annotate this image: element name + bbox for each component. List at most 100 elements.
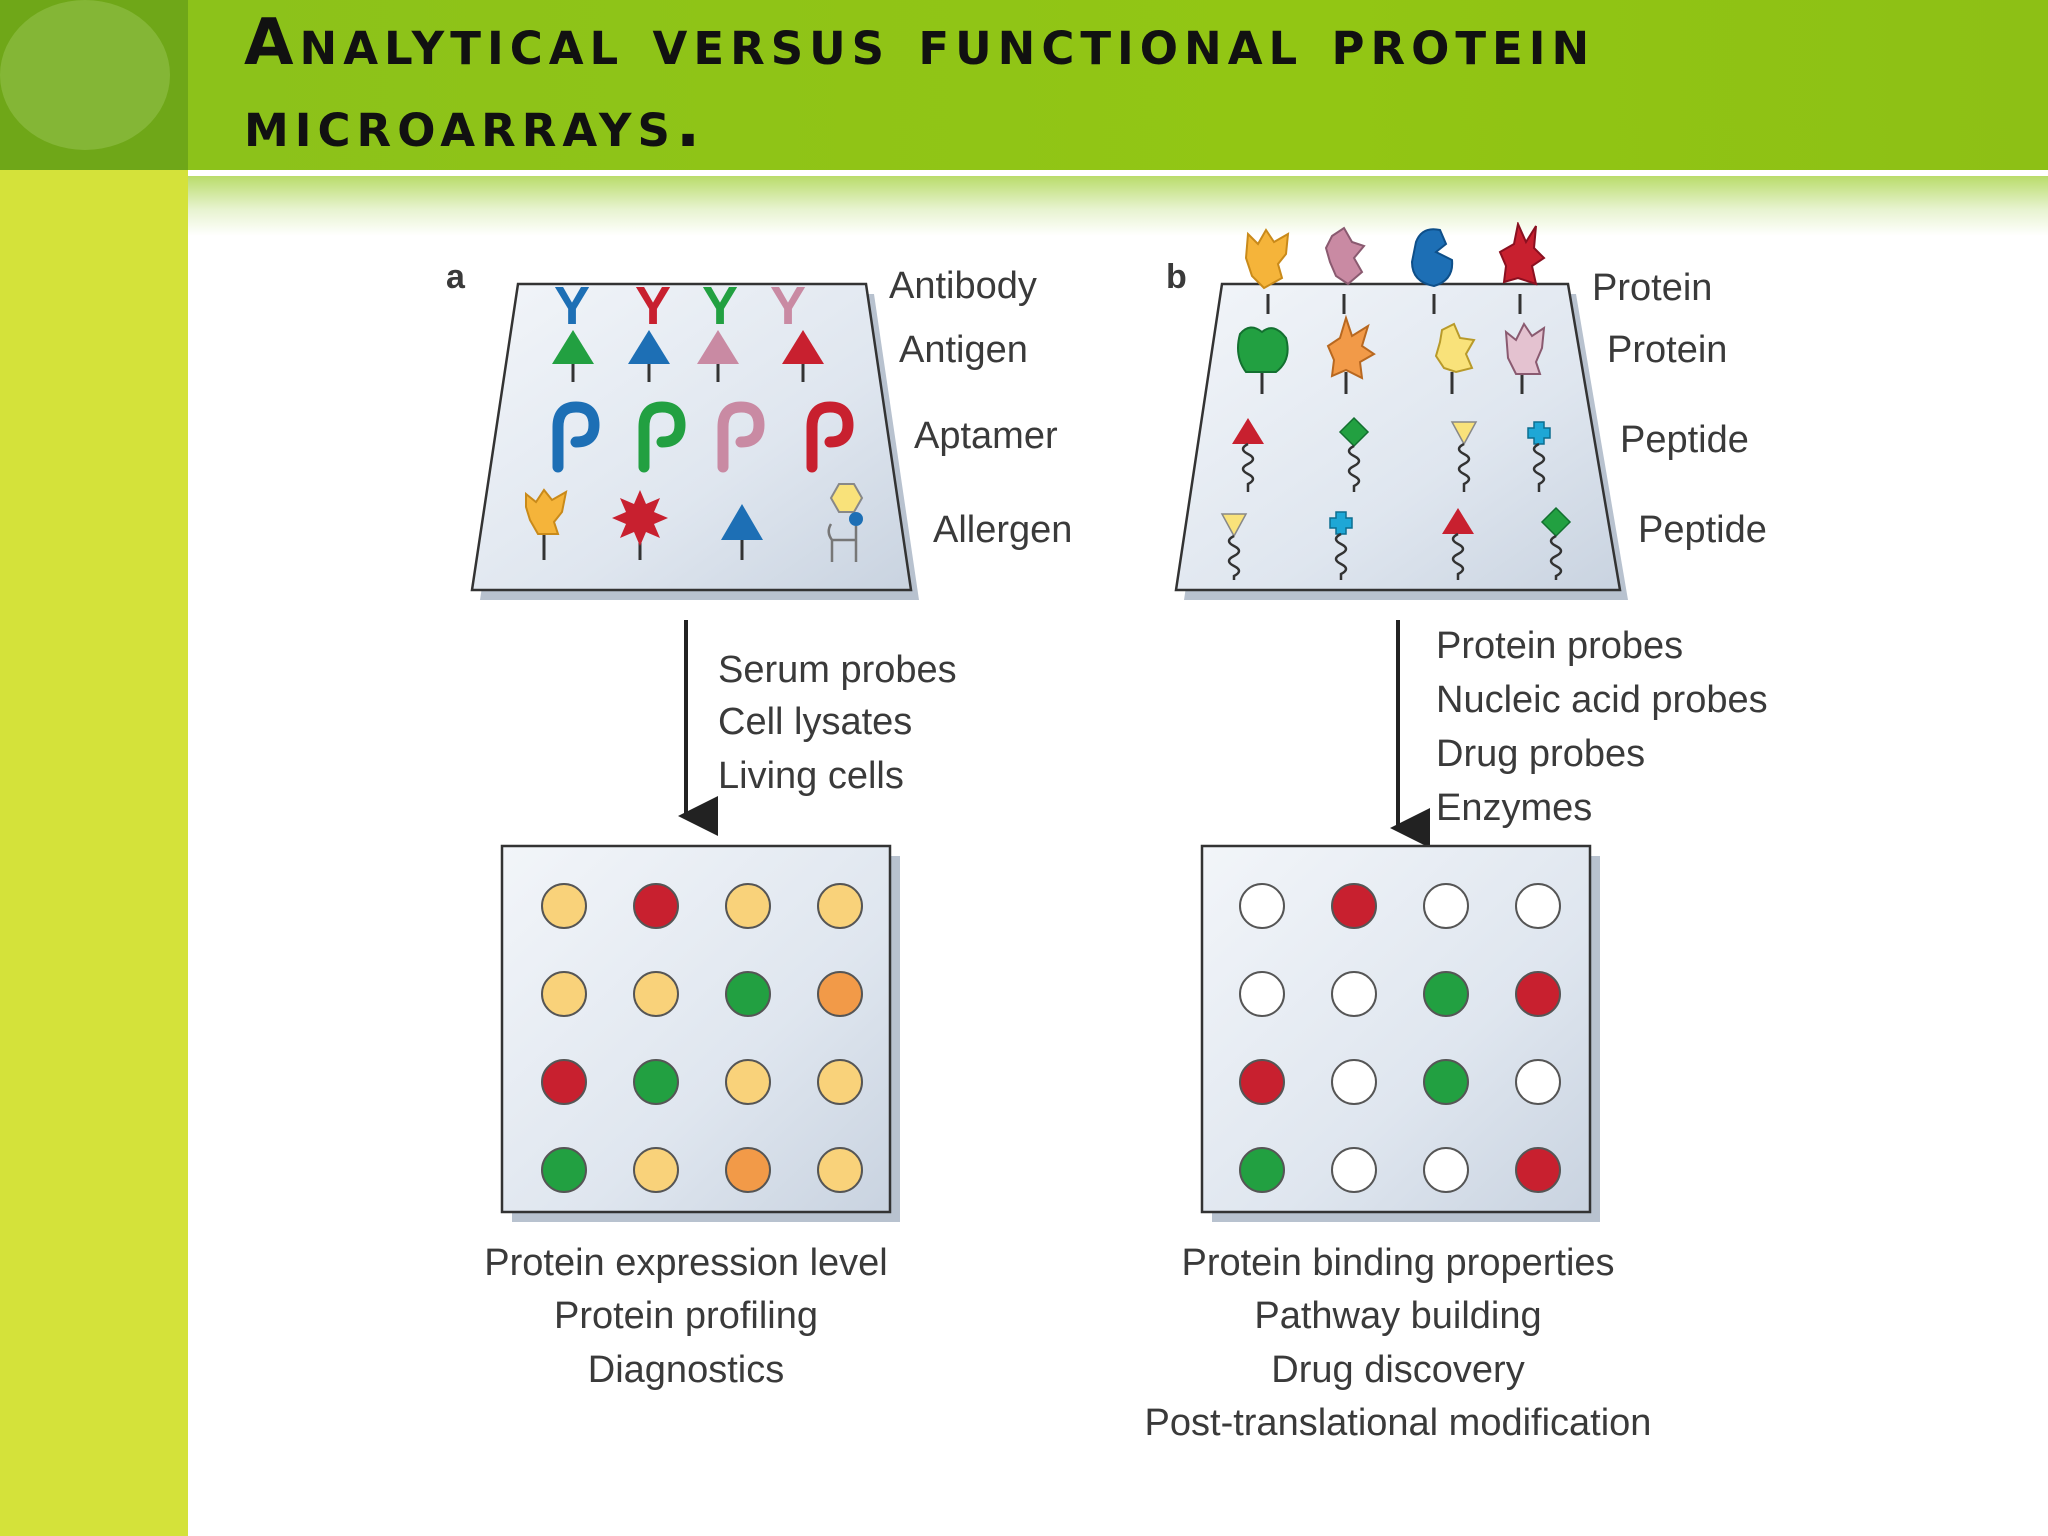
protein-blob-icon — [1410, 228, 1454, 314]
readout-spot — [633, 1147, 679, 1193]
panel-a-probe-lysates: Cell lysates — [718, 701, 912, 743]
peptide-diamond-icon — [1540, 506, 1572, 580]
corner-circle-decoration — [0, 0, 170, 150]
left-accent-band — [0, 0, 188, 1536]
readout-spot — [1331, 971, 1377, 1017]
title-fade — [188, 176, 2048, 236]
panel-b-row-label-peptide-2: Peptide — [1638, 509, 1767, 551]
panel-b-application-binding: Protein binding properties — [1181, 1242, 1614, 1284]
readout-spot — [541, 971, 587, 1017]
peptide-diamond-icon — [1338, 416, 1370, 492]
panel-b-application-pathway: Pathway building — [1254, 1295, 1541, 1337]
readout-spot — [633, 883, 679, 929]
readout-spot — [1239, 1147, 1285, 1193]
readout-spot — [1515, 1147, 1561, 1193]
panel-b-row-label-protein-1: Protein — [1592, 267, 1712, 309]
peptide-inverted-triangle-icon — [1220, 513, 1248, 580]
protein-blob-icon — [1237, 326, 1289, 394]
panel-a-probe-cells: Living cells — [718, 755, 904, 797]
antigen-icon — [628, 330, 670, 382]
panel-a-letter: a — [446, 258, 466, 296]
readout-spot — [725, 883, 771, 929]
peptide-triangle-icon — [1232, 418, 1264, 492]
panel-a-application-diagnostics: Diagnostics — [588, 1349, 784, 1391]
title-bar — [188, 0, 2048, 170]
readout-spot — [1239, 883, 1285, 929]
readout-spot — [633, 971, 679, 1017]
readout-spot — [817, 883, 863, 929]
aptamer-icon — [552, 401, 600, 473]
panel-a-row-label-aptamer: Aptamer — [914, 415, 1058, 457]
panel-a-row-label-allergen: Allergen — [933, 509, 1072, 551]
protein-blob-icon — [1504, 322, 1546, 394]
panel-b-probe-nucleic: Nucleic acid probes — [1436, 679, 1768, 721]
antibody-icon: Y — [635, 276, 671, 336]
antibody-row: Y Y Y Y — [554, 276, 806, 336]
aptamer-icon — [806, 401, 854, 473]
protein-blob-icon — [1498, 222, 1546, 314]
readout-spot — [1239, 971, 1285, 1017]
slide-title: Analytical versus functional protein mic… — [244, 6, 1596, 162]
readout-spot — [1331, 883, 1377, 929]
panel-b-application-drug-discovery: Drug discovery — [1271, 1349, 1524, 1391]
allergen-row — [525, 483, 864, 562]
protein-blob-icon — [1244, 228, 1290, 314]
aptamer-row — [552, 401, 854, 473]
readout-spot — [1423, 883, 1469, 929]
readout-spot — [1331, 1059, 1377, 1105]
microarray-figure: a Y Y Y Y — [446, 222, 1768, 1444]
panel-b-row-label-protein-2: Protein — [1607, 329, 1727, 371]
protein-row-1 — [1244, 222, 1546, 314]
readout-spot — [725, 971, 771, 1017]
panel-a: a Y Y Y Y — [446, 258, 1072, 1391]
protein-row-2 — [1237, 314, 1546, 394]
readout-spot — [541, 1147, 587, 1193]
panel-b-letter: b — [1166, 258, 1187, 296]
panel-b-probe-protein: Protein probes — [1436, 625, 1683, 667]
peptide-inverted-triangle-icon — [1450, 421, 1478, 492]
panel-b-probe-enzymes: Enzymes — [1436, 787, 1592, 829]
allergen-triangle-icon — [721, 504, 763, 560]
readout-spot — [1331, 1147, 1377, 1193]
readout-spot — [817, 1059, 863, 1105]
allergen-star-icon — [612, 490, 668, 560]
title-underline — [188, 170, 2048, 176]
panel-a-probe-serum: Serum probes — [718, 649, 957, 691]
antigen-icon — [697, 330, 739, 382]
allergen-blob-icon — [525, 488, 568, 560]
readout-spot — [725, 1147, 771, 1193]
aptamer-icon — [717, 401, 765, 473]
readout-spot — [1515, 1059, 1561, 1105]
protein-blob-icon — [1324, 226, 1366, 314]
corner-block — [0, 0, 188, 170]
panel-b-application-ptm: Post-translational modification — [1145, 1402, 1652, 1444]
antigen-icon — [782, 330, 824, 382]
readout-spot — [541, 883, 587, 929]
protein-blob-icon — [1434, 322, 1476, 394]
readout-spot — [1239, 1059, 1285, 1105]
panel-a-row-label-antibody: Antibody — [889, 265, 1037, 307]
readout-spot — [1515, 971, 1561, 1017]
readout-spot — [1515, 883, 1561, 929]
readout-spot — [1423, 1059, 1469, 1105]
panel-b: b — [1145, 222, 1768, 1444]
peptide-triangle-icon — [1442, 508, 1474, 580]
readout-spot — [1423, 1147, 1469, 1193]
readout-spot — [633, 1059, 679, 1105]
readout-spot — [817, 971, 863, 1017]
antibody-icon: Y — [770, 276, 806, 336]
peptide-cross-icon — [1329, 511, 1353, 580]
peptide-row-2 — [1220, 506, 1572, 580]
peptide-cross-icon — [1527, 421, 1551, 492]
panel-a-application-expression: Protein expression level — [484, 1242, 887, 1284]
panel-b-readout-spots — [1239, 883, 1561, 1193]
antigen-row — [552, 330, 824, 382]
antigen-icon — [552, 330, 594, 382]
panel-a-readout-spots — [541, 883, 863, 1193]
aptamer-icon — [638, 401, 686, 473]
antibody-icon: Y — [554, 276, 590, 336]
readout-spot — [725, 1059, 771, 1105]
panel-a-row-label-antigen: Antigen — [899, 329, 1028, 371]
panel-b-probe-drug: Drug probes — [1436, 733, 1645, 775]
